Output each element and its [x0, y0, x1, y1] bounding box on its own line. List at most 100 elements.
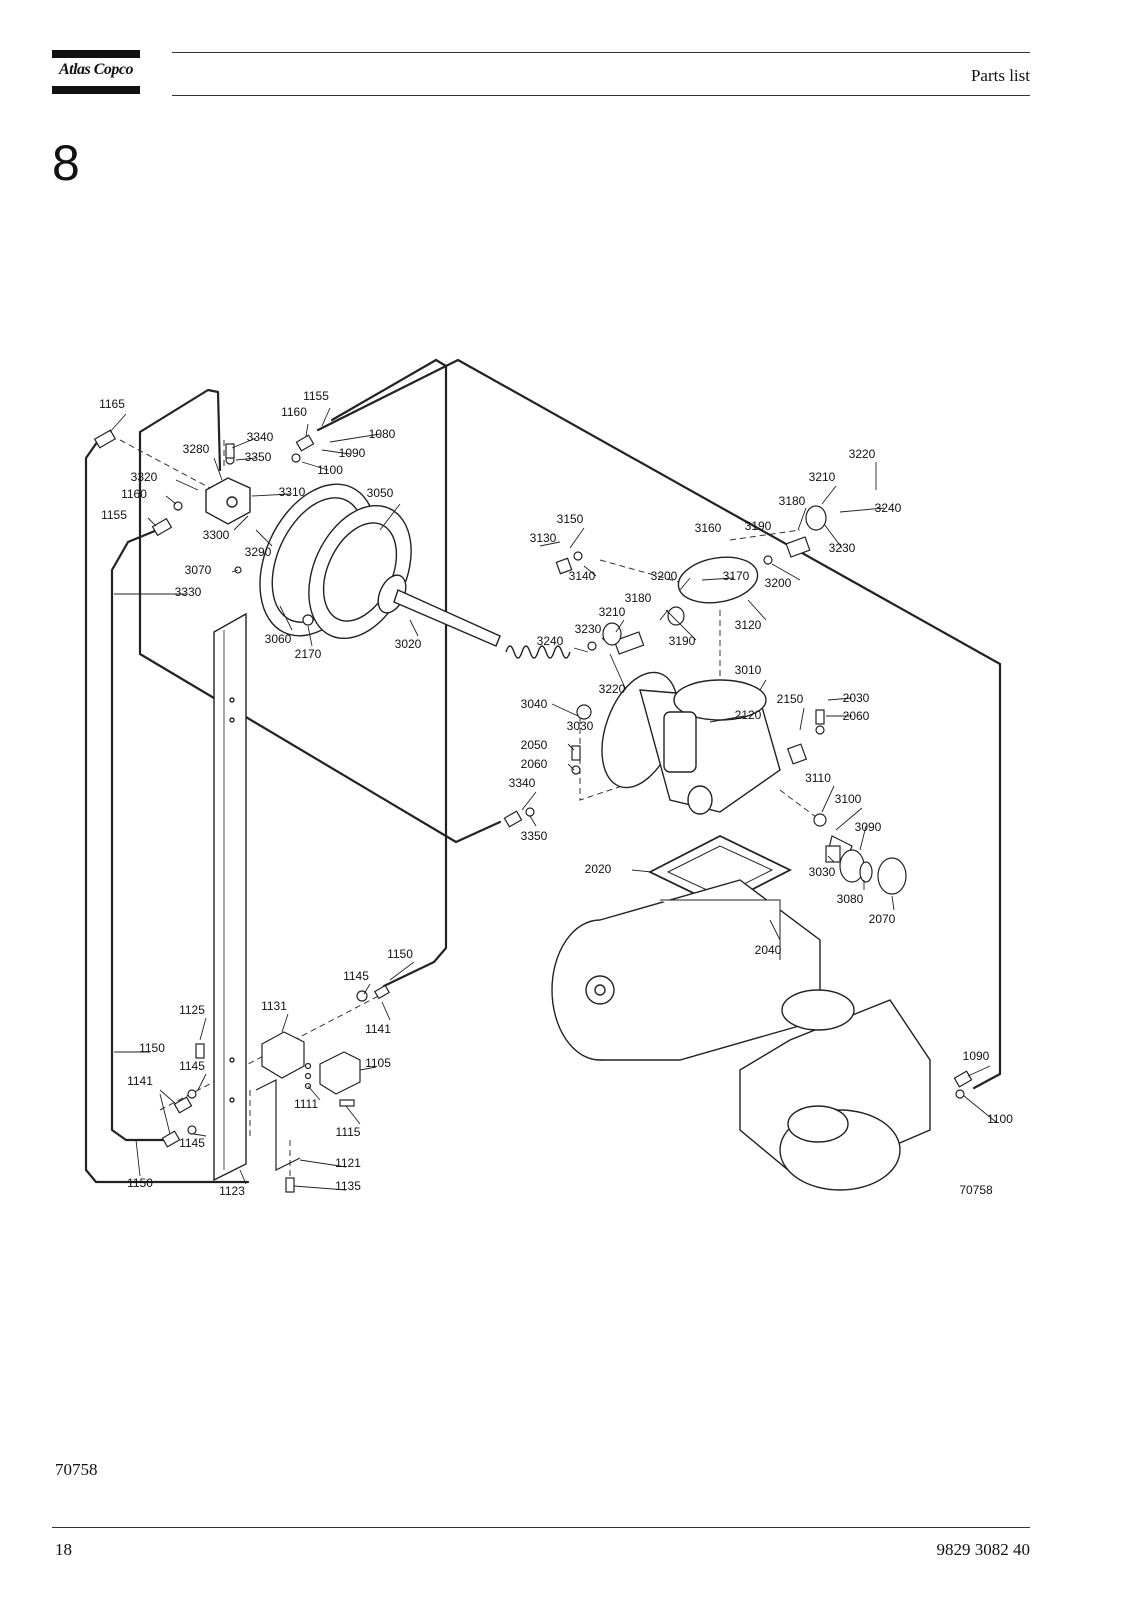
part-callout: 3330: [175, 585, 202, 599]
part-callout: 3040: [521, 697, 548, 711]
pipe-frame-loop-left: [138, 430, 458, 844]
gearbox-housing: [739, 989, 931, 1191]
part-callout: 1145: [343, 969, 369, 983]
vertical-bracket-1123: [213, 612, 247, 1182]
part-callout: 3120: [735, 618, 762, 632]
part-callout: 3020: [395, 637, 422, 651]
part-callout: 3180: [625, 591, 652, 605]
part-callout: 1121: [335, 1156, 361, 1170]
small-fittings: [93, 429, 973, 1193]
part-callout: 1135: [335, 1179, 361, 1193]
logo-wordmark: Atlas Copco: [58, 61, 134, 78]
header-rule-top: [172, 52, 1030, 53]
part-callout: 2020: [585, 862, 612, 876]
part-callout: 3100: [835, 792, 862, 806]
part-callout: 1145: [179, 1059, 205, 1073]
part-callout: 1100: [987, 1112, 1013, 1126]
part-callout: 1100: [317, 463, 343, 477]
piston-rod-3020: [377, 574, 501, 647]
figure-reference: 70758: [55, 1460, 98, 1479]
part-callout: 2070: [869, 912, 896, 926]
part-callout: 3050: [367, 486, 394, 500]
part-callout: 3080: [837, 892, 864, 906]
part-callout: 3160: [695, 521, 722, 535]
part-callout: 1141: [127, 1074, 153, 1088]
part-callout: 2150: [777, 692, 804, 706]
atlas-copco-logo: Atlas Copco: [52, 50, 140, 94]
part-callout: 2060: [521, 757, 548, 771]
part-callout: 3060: [265, 632, 292, 646]
part-callout: 3170: [723, 569, 750, 583]
part-callout: 3220: [599, 682, 626, 696]
section-number: 8: [52, 135, 80, 191]
part-callout: 3210: [809, 470, 836, 484]
part-callout: 3230: [575, 622, 602, 636]
part-callout: 3070: [185, 563, 212, 577]
part-callout: 3280: [183, 442, 210, 456]
valve-block-3280: [205, 477, 251, 525]
part-callout: 2030: [843, 691, 870, 705]
part-callout: 3220: [849, 447, 876, 461]
logo-bar-top: [52, 50, 140, 58]
part-callout: 3130: [530, 531, 557, 545]
valve-housing-3010: [601, 671, 781, 815]
document-number: 9829 3082 40: [936, 1540, 1031, 1559]
compressor-element-2040: [551, 879, 821, 1061]
part-callout: 3310: [279, 485, 306, 499]
part-callout: 1111: [294, 1097, 318, 1111]
pipe-1150-left: [84, 436, 250, 1184]
part-callout: 1150: [127, 1176, 153, 1190]
part-callout: 3240: [875, 501, 902, 515]
part-callout: 1090: [339, 446, 366, 460]
pipe-lines: [84, 358, 1002, 1184]
part-callout: 3290: [245, 545, 272, 559]
pipe-1150-right: [382, 358, 448, 988]
part-callout: 2040: [755, 943, 782, 957]
part-callout: 2120: [735, 708, 762, 722]
header-rule-bottom: [172, 95, 1030, 96]
part-callout: 1160: [121, 487, 147, 501]
part-callout: 3190: [669, 634, 696, 648]
part-callout: 3340: [247, 430, 274, 444]
part-callout: 3350: [245, 450, 272, 464]
part-callout: 1160: [281, 405, 307, 419]
part-callout: 2060: [843, 709, 870, 723]
part-callout: 3340: [509, 776, 536, 790]
logo-bar-bottom: [52, 86, 140, 94]
part-callout: 1131: [261, 999, 287, 1013]
part-callout: 3090: [855, 820, 882, 834]
part-callout: 3150: [557, 512, 584, 526]
part-callout: 1123: [219, 1184, 245, 1198]
part-callout: 3200: [765, 576, 792, 590]
pipe-top-link: [330, 358, 438, 422]
page-number: 18: [55, 1540, 72, 1559]
part-callout: 3210: [599, 605, 626, 619]
exploded-parts-diagram: 1165115511601080334032803350109011003320…: [84, 358, 1013, 1198]
part-callout: 3190: [745, 519, 772, 533]
pipe-3330: [110, 526, 166, 1142]
header-title: Parts list: [970, 66, 1030, 85]
part-callout: 1105: [365, 1056, 391, 1070]
part-callout: 3110: [805, 771, 831, 785]
leader-lines: [109, 407, 997, 1191]
part-callout: 2170: [295, 647, 322, 661]
part-callout: 3010: [735, 663, 762, 677]
part-callout: 3230: [829, 541, 856, 555]
part-callout: 1125: [179, 1003, 205, 1017]
pipe-3340-link: [454, 820, 502, 844]
part-callout: 1141: [365, 1022, 391, 1036]
part-callout: 1090: [963, 1049, 990, 1063]
cover-3120: [677, 556, 759, 604]
part-callout: 2050: [521, 738, 548, 752]
part-callout: 1165: [99, 397, 125, 411]
part-callout: 3240: [537, 634, 564, 648]
part-callout: 1150: [139, 1041, 165, 1055]
part-callout: 70758: [959, 1183, 993, 1197]
part-callout: 3140: [569, 569, 596, 583]
part-callout: 3180: [779, 494, 806, 508]
part-callout: 1080: [369, 427, 396, 441]
part-callout: 3320: [131, 470, 158, 484]
pipe-1080-1090: [316, 358, 1002, 1090]
part-callout: 3200: [651, 569, 678, 583]
